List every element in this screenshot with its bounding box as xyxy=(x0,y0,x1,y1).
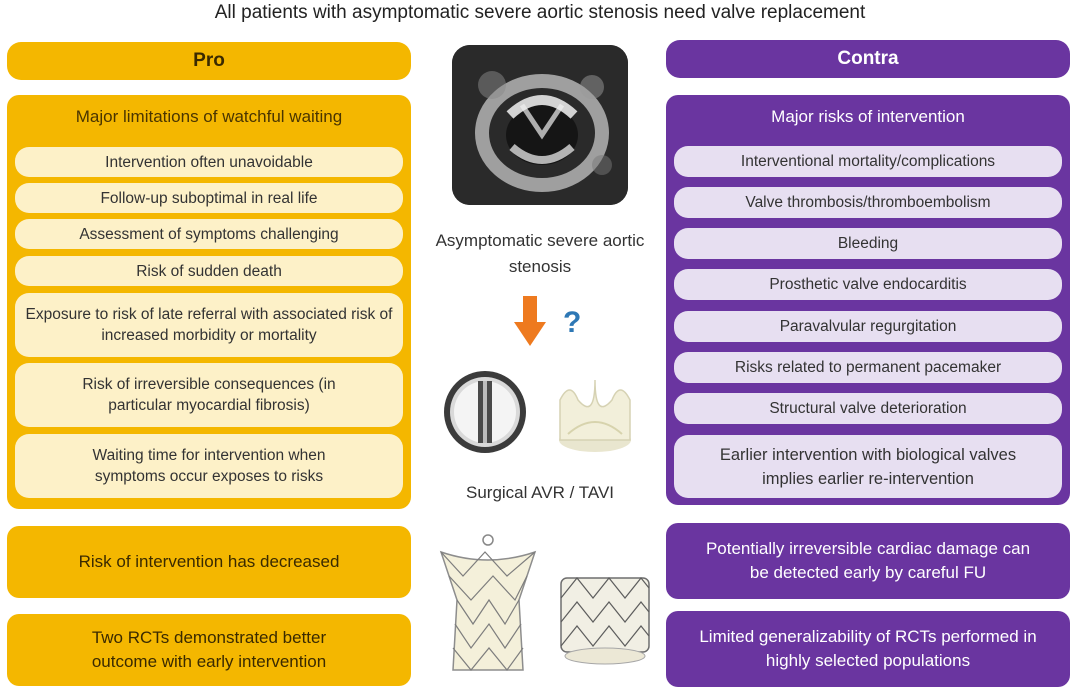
treatment-label: Surgical AVR / TAVI xyxy=(465,483,615,502)
contra-box: Limited generalizability of RCTs perform… xyxy=(666,611,1070,687)
pro-header: Pro xyxy=(7,42,411,80)
pro-box: Risk of intervention has decreased xyxy=(7,526,411,598)
pro-box: Two RCTs demonstrated better outcome wit… xyxy=(7,614,411,686)
contra-panel: Major risks of intervention Intervention… xyxy=(666,95,1070,505)
question-mark: ? xyxy=(563,306,582,339)
page-title: All patients with asymptomatic severe ao… xyxy=(214,2,866,23)
pro-panel: Major limitations of watchful waiting In… xyxy=(7,95,411,509)
down-arrow-icon xyxy=(512,296,548,348)
pro-item: Risk of sudden death xyxy=(15,256,403,286)
contra-item: Risks related to permanent pacemaker xyxy=(674,352,1062,383)
pro-item: Assessment of symptoms challenging xyxy=(15,219,403,249)
bioprosthetic-valve-icon xyxy=(550,370,640,460)
mechanical-valve-icon xyxy=(440,367,530,457)
contra-item: Prosthetic valve endocarditis xyxy=(674,269,1062,300)
contra-item: Earlier intervention with biological val… xyxy=(674,435,1062,498)
transcatheter-valve-icon xyxy=(555,568,655,668)
contra-item: Bleeding xyxy=(674,228,1062,259)
transcatheter-valve-icon xyxy=(433,530,543,680)
pro-item: Intervention often unavoidable xyxy=(15,147,403,177)
contra-box: Potentially irreversible cardiac damage … xyxy=(666,523,1070,599)
contra-item: Interventional mortality/complications xyxy=(674,146,1062,177)
pro-item: Risk of irreversible consequences (in pa… xyxy=(15,363,403,427)
contra-panel-title: Major risks of intervention xyxy=(771,107,965,126)
pro-item: Exposure to risk of late referral with a… xyxy=(15,293,403,357)
pro-item: Waiting time for intervention when sympt… xyxy=(15,434,403,498)
contra-header: Contra xyxy=(666,40,1070,78)
contra-item: Valve thrombosis/thromboembolism xyxy=(674,187,1062,218)
pro-panel-title: Major limitations of watchful waiting xyxy=(75,107,343,126)
pro-item: Follow-up suboptimal in real life xyxy=(15,183,403,213)
contra-item: Structural valve deterioration xyxy=(674,393,1062,424)
condition-label: Asymptomatic severe aortic stenosis xyxy=(435,231,645,276)
contra-item: Paravalvular regurgitation xyxy=(674,311,1062,342)
echocardiogram-image xyxy=(452,45,628,205)
